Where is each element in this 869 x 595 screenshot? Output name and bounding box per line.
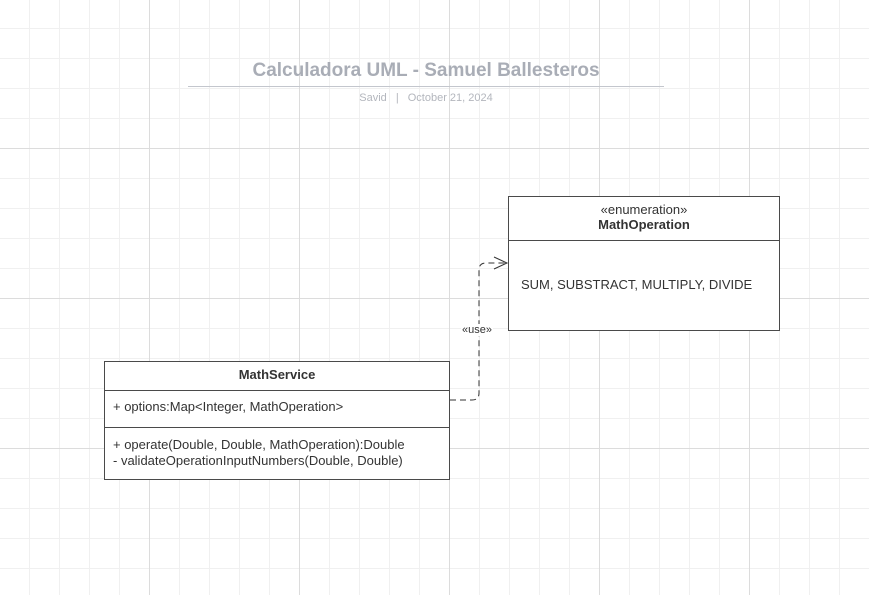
class-name: MathService bbox=[238, 367, 316, 382]
enum-header: «enumeration» MathOperation bbox=[509, 197, 779, 241]
class-header: MathService bbox=[105, 362, 449, 391]
open-arrowhead-icon bbox=[493, 256, 509, 270]
enum-values: SUM, SUBSTRACT, MULTIPLY, DIVIDE bbox=[521, 277, 753, 292]
document-title[interactable]: Calculadora UML - Samuel Ballesteros bbox=[188, 60, 664, 87]
class-attributes: + options:Map<Integer, MathOperation> bbox=[105, 391, 449, 428]
class-operations: + operate(Double, Double, MathOperation)… bbox=[105, 428, 449, 469]
operation-row: + operate(Double, Double, MathOperation)… bbox=[113, 437, 405, 452]
math-service-class[interactable]: MathService + options:Map<Integer, MathO… bbox=[104, 361, 450, 480]
document-date: October 21, 2024 bbox=[407, 92, 493, 104]
attribute-row: + options:Map<Integer, MathOperation> bbox=[113, 399, 344, 414]
document-meta: Savid | October 21, 2024 bbox=[0, 92, 852, 104]
use-relation-label[interactable]: «use» bbox=[461, 324, 493, 336]
meta-separator: | bbox=[395, 92, 399, 104]
enum-name: MathOperation bbox=[598, 217, 690, 232]
enum-stereotype: «enumeration» bbox=[600, 202, 688, 217]
operation-row: - validateOperationInputNumbers(Double, … bbox=[113, 453, 403, 468]
document-author: Savid bbox=[359, 92, 387, 104]
document-header: Calculadora UML - Samuel Ballesteros Sav… bbox=[0, 60, 852, 104]
math-operation-enum[interactable]: «enumeration» MathOperation SUM, SUBSTRA… bbox=[508, 196, 780, 331]
